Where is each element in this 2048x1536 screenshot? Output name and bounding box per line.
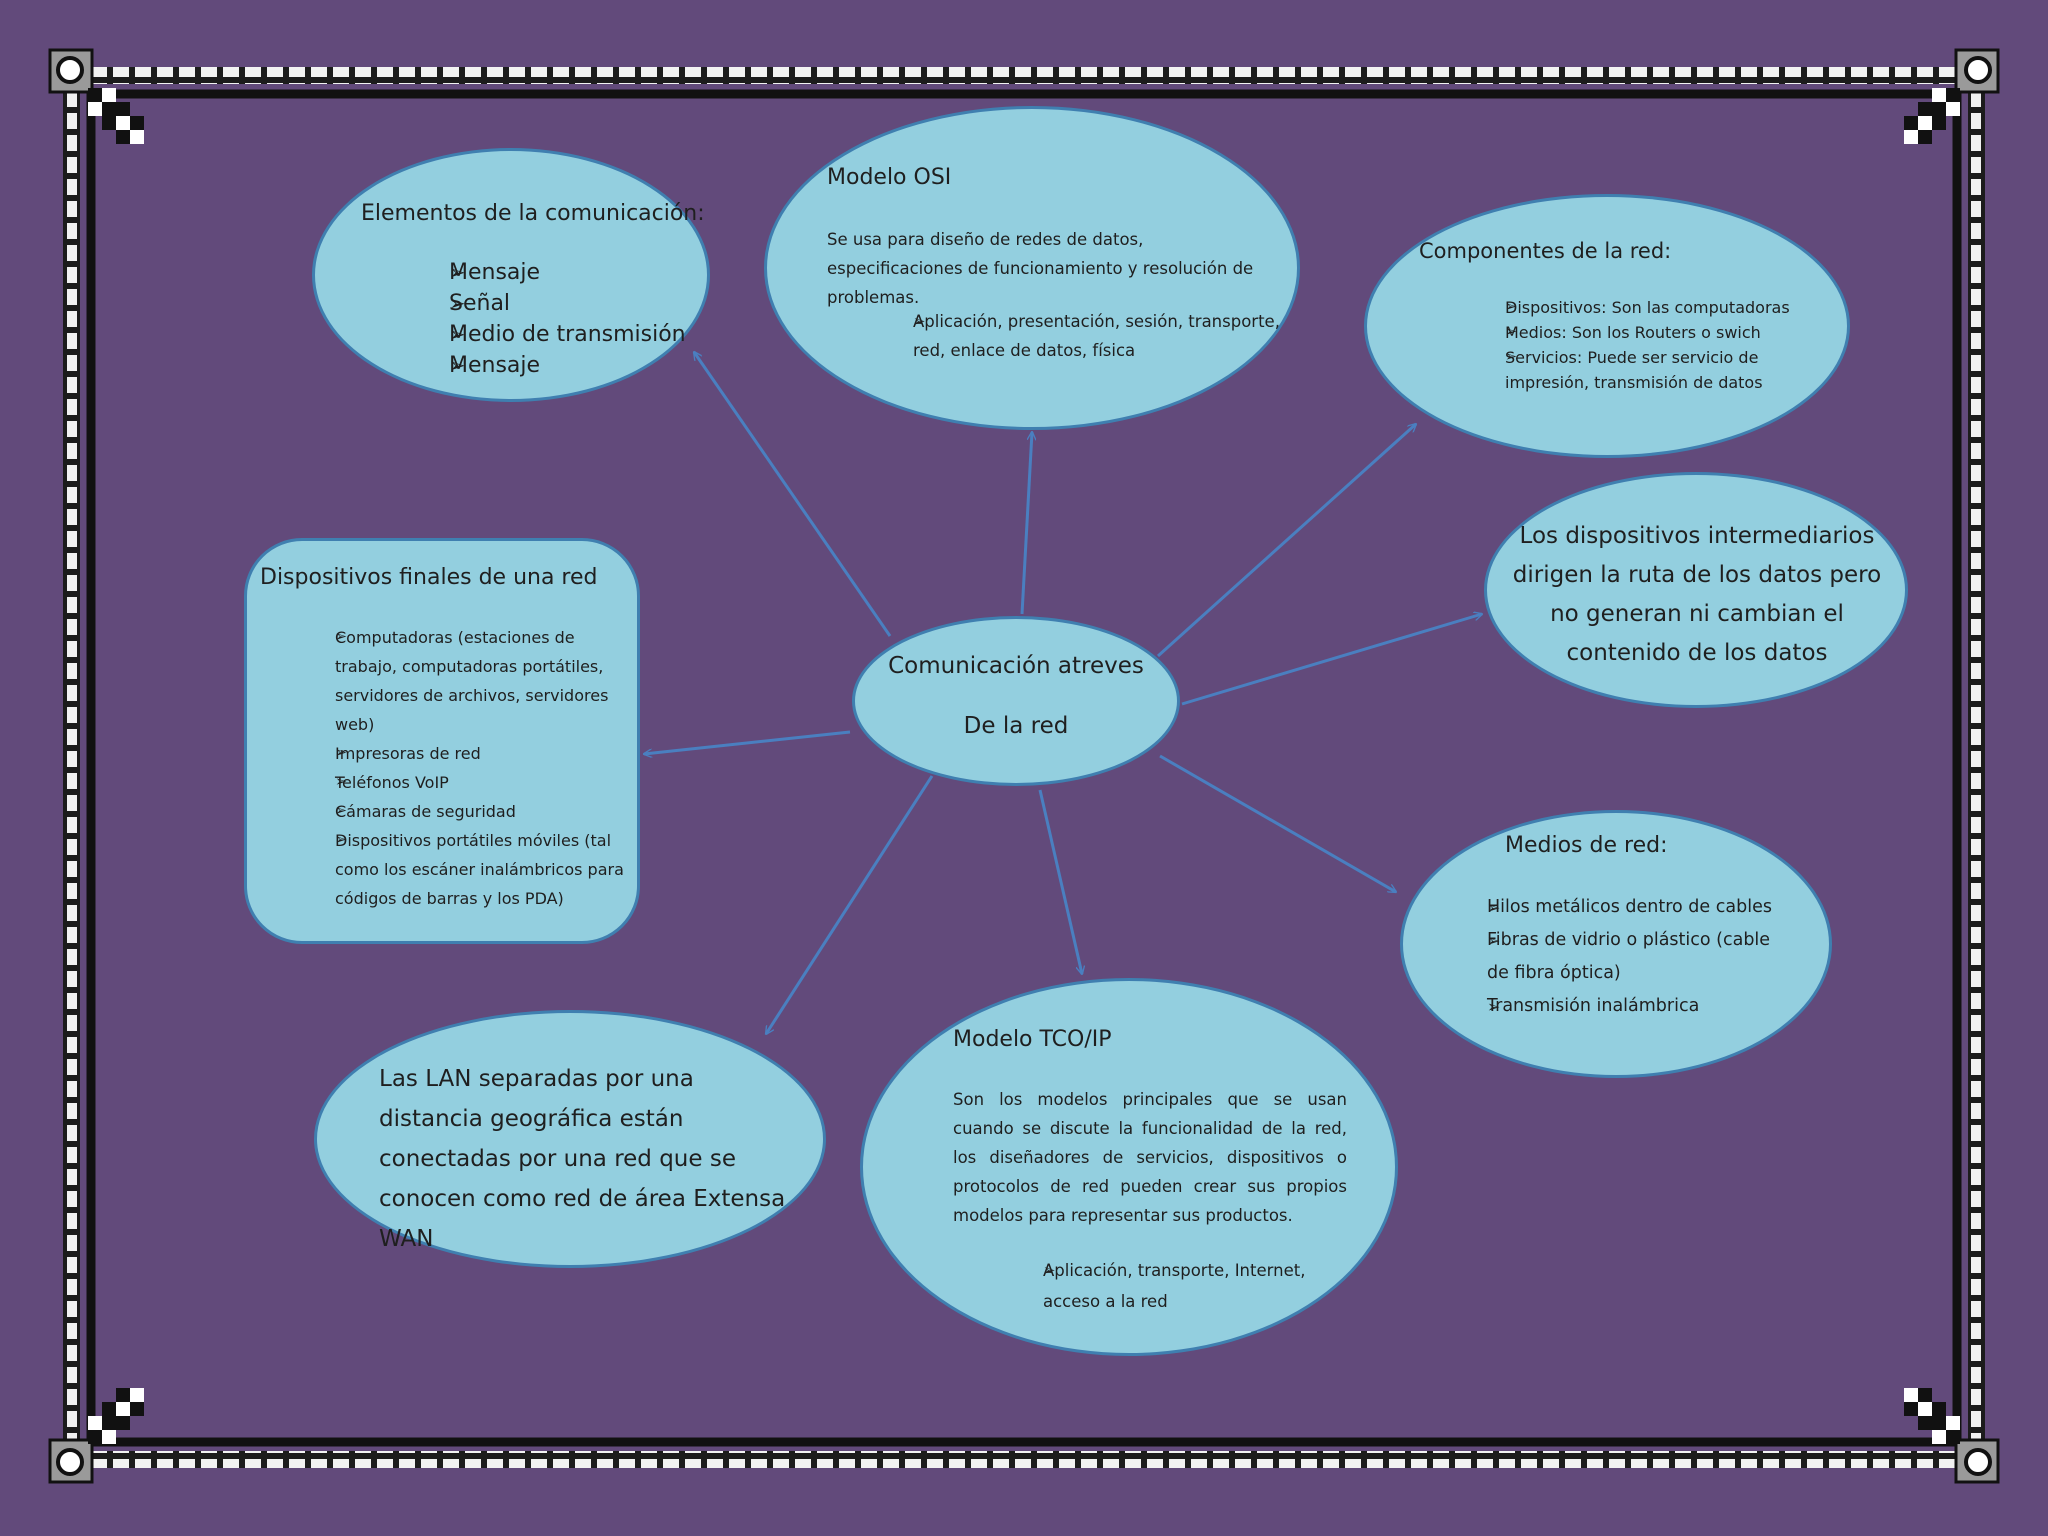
list-item: Fibras de vidrio o plástico (cable de fi…: [1445, 924, 1785, 990]
tcp-description: Son los modelos principales que se usan …: [953, 1085, 1347, 1230]
list-item: Aplicación, transporte, Internet, acceso…: [999, 1255, 1349, 1317]
tcp-list: Aplicación, transporte, Internet, acceso…: [999, 1255, 1349, 1317]
componentes-red-node: Componentes de la red: Dispositivos: Son…: [1364, 194, 1850, 458]
list-item: Hilos metálicos dentro de cables: [1445, 891, 1785, 924]
tcp-title: Modelo TCO/IP: [953, 1027, 1112, 1052]
list-item: Medio de transmisión: [409, 319, 709, 350]
medios-title: Medios de red:: [1505, 833, 1667, 858]
modelo-osi-node: Modelo OSI Se usa para diseño de redes d…: [764, 106, 1300, 430]
list-item: Cámaras de seguridad: [293, 797, 633, 826]
arrow-to-intermediarios: [1182, 614, 1482, 704]
central-topic-node: Comunicación atreves De la red: [852, 616, 1180, 786]
arrow-to-osi: [1022, 432, 1032, 614]
intermediarios-text: Los dispositivos intermediarios dirigen …: [1501, 517, 1893, 673]
medios-red-node: Medios de red: Hilos metálicos dentro de…: [1400, 810, 1832, 1078]
list-item: Computadoras (estaciones de trabajo, com…: [293, 623, 633, 739]
list-item: Mensaje: [409, 350, 709, 381]
osi-description: Se usa para diseño de redes de datos, es…: [827, 225, 1277, 312]
dispositivos-finales-node: Dispositivos finales de una red Computad…: [244, 538, 640, 944]
osi-list: Aplicación, presentación, sesión, transp…: [873, 307, 1283, 365]
osi-title: Modelo OSI: [827, 165, 951, 190]
wan-node: Las LAN separadas por una distancia geog…: [314, 1010, 826, 1268]
list-item: Señal: [409, 288, 709, 319]
central-topic-line1: Comunicación atreves: [855, 653, 1177, 679]
central-topic-line2: De la red: [855, 713, 1177, 739]
elementos-comunicacion-node: Elementos de la comunicación: Mensaje Se…: [312, 148, 710, 402]
wan-text: Las LAN separadas por una distancia geog…: [379, 1059, 799, 1259]
medios-list: Hilos metálicos dentro de cables Fibras …: [1445, 891, 1785, 1023]
list-item: Servicios: Puede ser servicio de impresi…: [1465, 345, 1795, 395]
list-item: Aplicación, presentación, sesión, transp…: [873, 307, 1283, 365]
list-item: Transmisión inalámbrica: [1445, 990, 1785, 1023]
list-item: Dispositivos: Son las computadoras: [1465, 295, 1795, 320]
list-item: Dispositivos portátiles móviles (tal com…: [293, 826, 633, 913]
list-item: Impresoras de red: [293, 739, 633, 768]
componentes-list: Dispositivos: Son las computadoras Medio…: [1465, 295, 1795, 395]
list-item: Mensaje: [409, 257, 709, 288]
arrow-to-tcp: [1040, 790, 1082, 974]
dispositivos-intermediarios-node: Los dispositivos intermediarios dirigen …: [1484, 472, 1908, 708]
elementos-title: Elementos de la comunicación:: [361, 201, 705, 226]
list-item: Medios: Son los Routers o swich: [1465, 320, 1795, 345]
arrow-to-wan: [766, 776, 932, 1034]
list-item: Teléfonos VoIP: [293, 768, 633, 797]
arrow-to-finales: [644, 732, 850, 754]
arrow-to-elementos: [694, 352, 890, 636]
finales-title: Dispositivos finales de una red: [260, 565, 598, 590]
finales-list: Computadoras (estaciones de trabajo, com…: [293, 623, 633, 913]
arrow-to-medios: [1160, 756, 1396, 892]
componentes-title: Componentes de la red:: [1419, 239, 1671, 263]
arrow-to-componentes: [1158, 424, 1416, 656]
elementos-list: Mensaje Señal Medio de transmisión Mensa…: [409, 257, 709, 381]
modelo-tcp-node: Modelo TCO/IP Son los modelos principale…: [860, 978, 1398, 1356]
